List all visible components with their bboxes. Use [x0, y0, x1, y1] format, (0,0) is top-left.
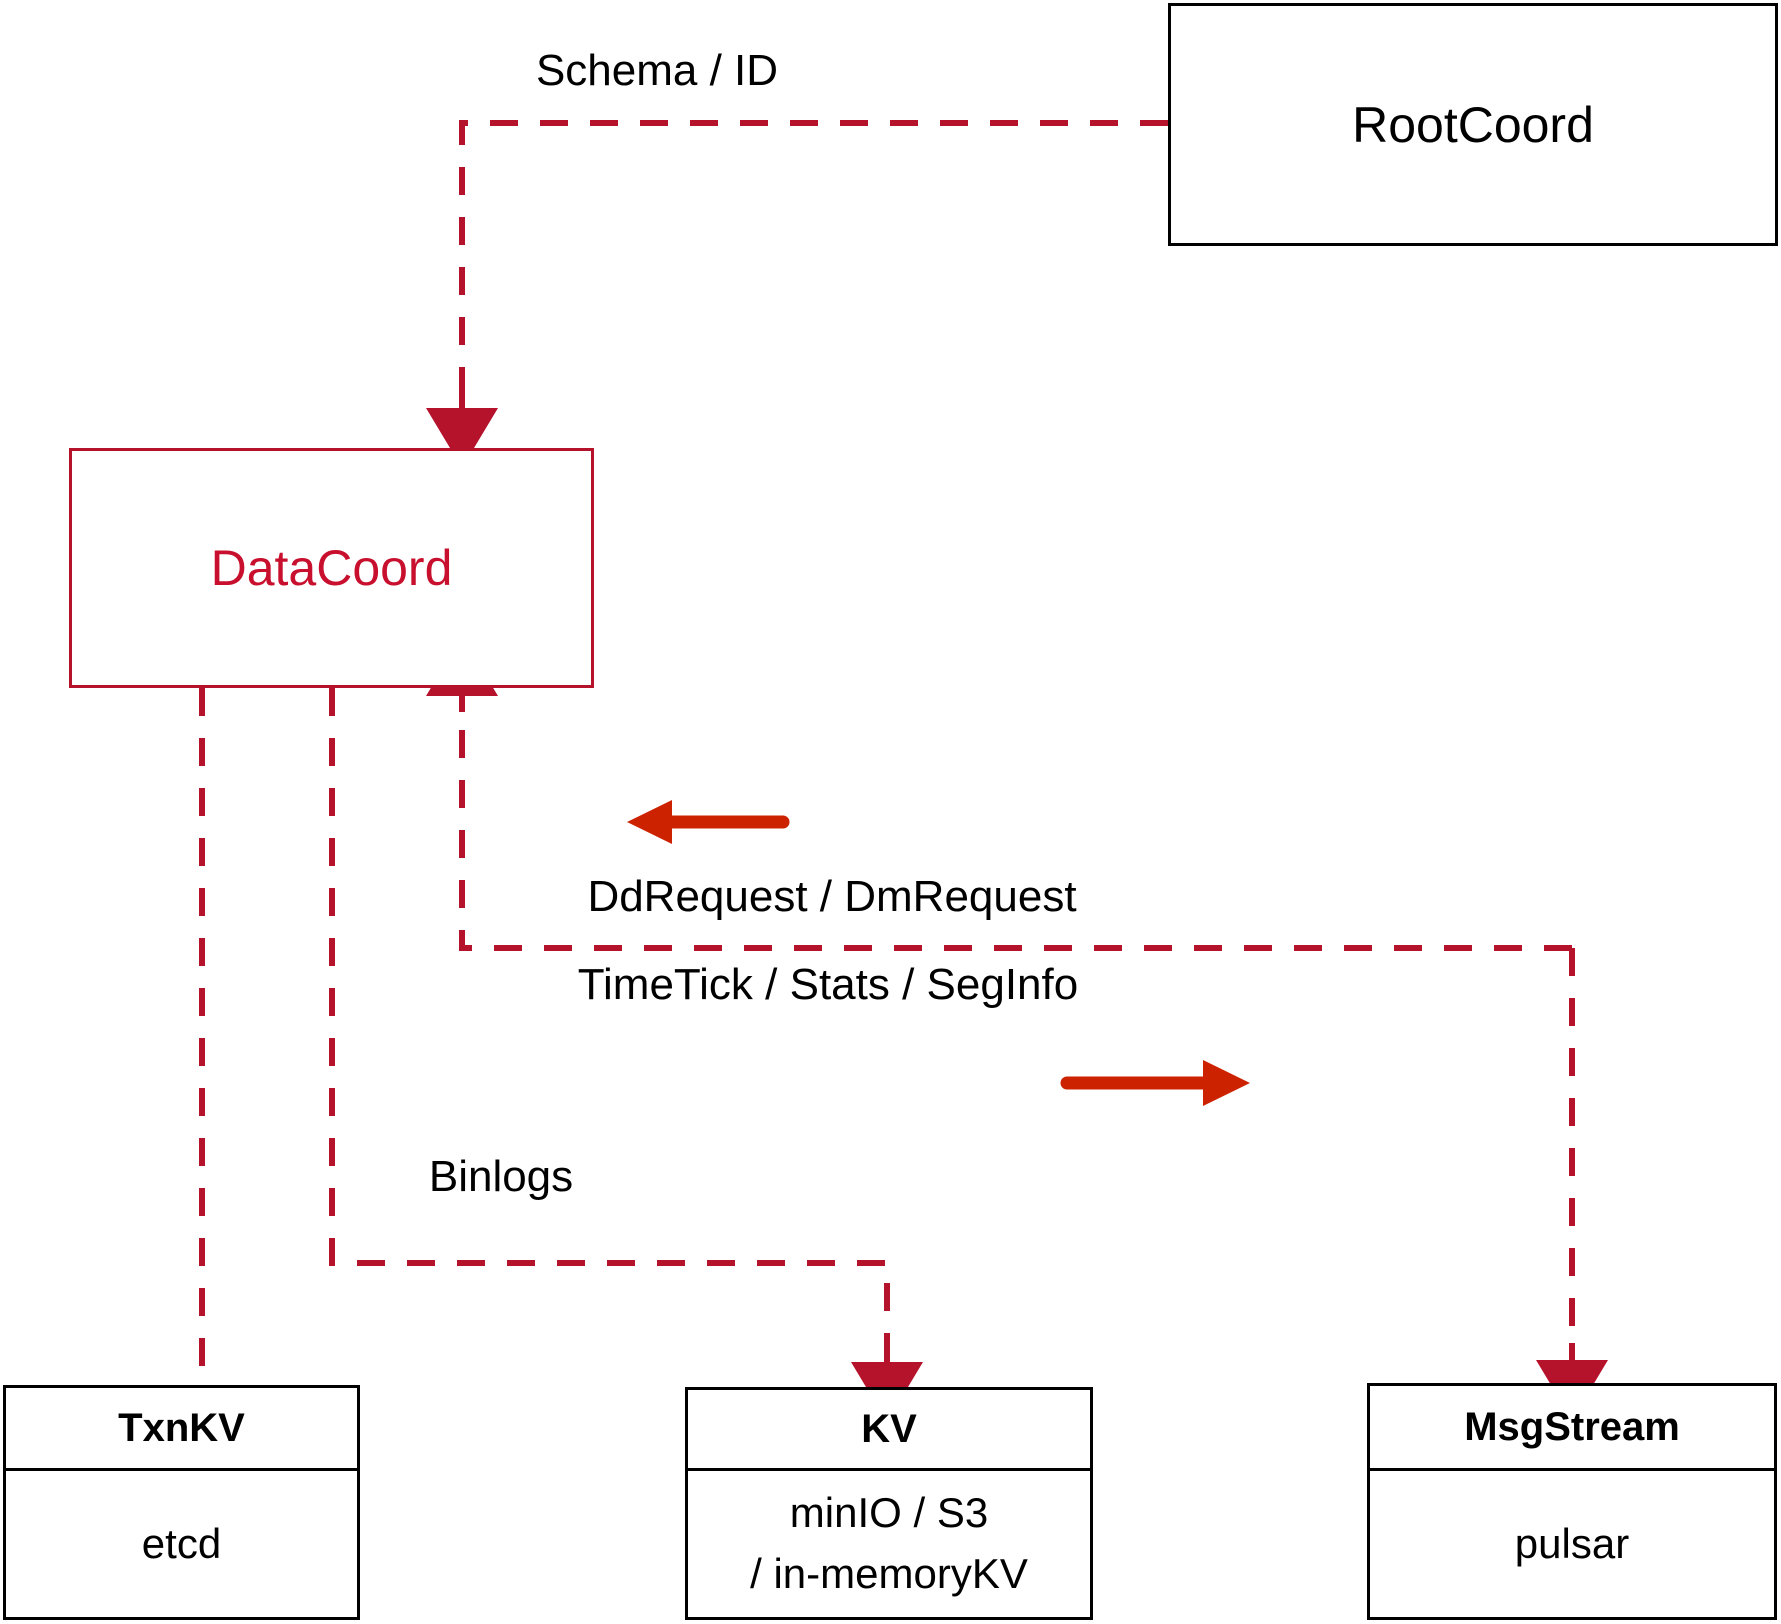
node-kv-sub-line-1: minIO / S3: [789, 1489, 989, 1537]
node-txnkv-body: etcd: [6, 1468, 357, 1617]
direction-arrow-left: [627, 800, 790, 844]
node-kv-sub-line-2: / in-memoryKV: [750, 1550, 1028, 1597]
node-msgstream-sub-line-1: pulsar: [1514, 1519, 1630, 1567]
node-kv-title: KV: [688, 1390, 1090, 1468]
node-msgstream-title-label: MsgStream: [1464, 1404, 1680, 1449]
node-datacoord-label: DataCoord: [210, 540, 453, 596]
node-rootcoord[interactable]: RootCoord: [1168, 3, 1778, 246]
edge-binlogs: [329, 688, 923, 1422]
edge-label-binlogs: Binlogs: [428, 1152, 574, 1201]
edge-label-timetick-stats-seginfo: TimeTick / Stats / SegInfo: [577, 960, 1079, 1009]
node-msgstream[interactable]: MsgStream pulsar: [1367, 1383, 1777, 1620]
node-kv[interactable]: KV minIO / S3 / in-memoryKV: [685, 1387, 1093, 1620]
node-msgstream-title: MsgStream: [1370, 1386, 1774, 1468]
direction-arrow-right: [1060, 1060, 1250, 1106]
node-txnkv-title: TxnKV: [6, 1388, 357, 1468]
edge-label-schema-id: Schema / ID: [535, 46, 779, 95]
node-txnkv-title-label: TxnKV: [118, 1405, 245, 1450]
node-datacoord[interactable]: DataCoord: [69, 448, 594, 688]
node-kv-title-label: KV: [861, 1406, 917, 1451]
node-kv-body: minIO / S3 / in-memoryKV: [688, 1468, 1090, 1617]
node-msgstream-body: pulsar: [1370, 1468, 1774, 1617]
edge-schema-id: [426, 120, 1168, 468]
node-txnkv[interactable]: TxnKV etcd: [3, 1385, 360, 1620]
node-rootcoord-title: RootCoord: [1171, 6, 1775, 243]
edge-label-dd-dm-request: DdRequest / DmRequest: [587, 872, 1077, 921]
node-rootcoord-label: RootCoord: [1352, 96, 1594, 153]
node-txnkv-sub-line-1: etcd: [141, 1519, 222, 1567]
node-datacoord-title: DataCoord: [72, 451, 591, 685]
